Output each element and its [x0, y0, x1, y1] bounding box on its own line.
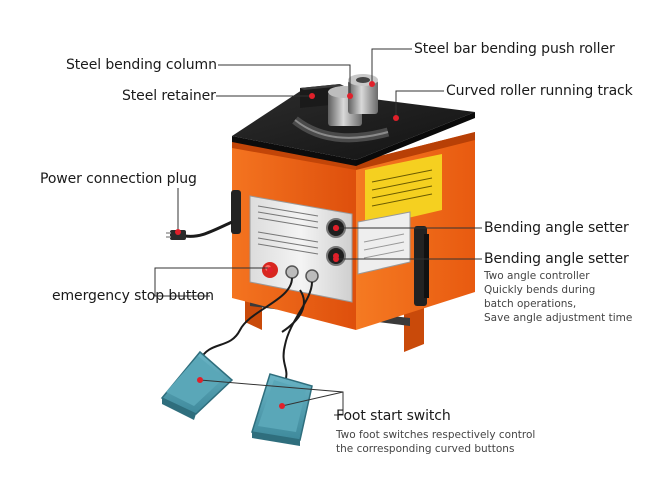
label-steel-bending-column: Steel bending column: [66, 57, 217, 73]
angle-setter-desc-line-1: Two angle controller: [484, 270, 590, 282]
control-panel: [249, 195, 353, 303]
leader-emergency-stop: [154, 267, 270, 297]
leader-foot-switch-2-dot: [279, 403, 285, 409]
label-steel-retainer: Steel retainer: [122, 88, 216, 104]
foot-switch-description: Two foot switches respectively control t…: [336, 428, 535, 456]
angle-setter-description: Two angle controller Quickly bends durin…: [484, 269, 632, 325]
label-push-roller: Steel bar bending push roller: [414, 41, 615, 57]
angle-setter-desc-line-3: batch operations,: [484, 298, 577, 310]
angle-setter-desc-line-4: Save angle adjustment time: [484, 312, 633, 324]
leader-push-roller: [371, 48, 412, 84]
angle-setter-desc-line-2: Quickly bends during: [484, 284, 596, 296]
leader-curved-track-dot: [393, 115, 399, 121]
leader-emergency-stop-dot: [267, 267, 273, 273]
label-curved-roller-track: Curved roller running track: [446, 83, 633, 99]
machine-handles: [231, 190, 429, 306]
machine-top-plate: [232, 74, 475, 166]
foot-pedals: [160, 350, 313, 446]
leader-foot-switch-dot: [197, 377, 203, 383]
leader-foot-switch: [199, 379, 344, 416]
label-emergency-stop-button: emergency stop button: [52, 288, 214, 304]
leader-curved-track: [395, 90, 444, 118]
leader-lines: [154, 48, 482, 416]
label-power-connection-plug: Power connection plug: [40, 171, 197, 187]
leader-angle-setter-1-dot: [333, 225, 339, 231]
label-bending-angle-setter-2: Bending angle setter: [484, 251, 629, 267]
leader-steel-column-dot: [347, 93, 353, 99]
label-bending-angle-setter-1: Bending angle setter: [484, 220, 629, 236]
label-foot-start-switch: Foot start switch: [336, 408, 451, 424]
leader-foot-switch-2: [281, 391, 344, 407]
foot-switch-desc-line-1: Two foot switches respectively control: [336, 429, 536, 441]
leader-power-plug-dot: [175, 229, 181, 235]
leader-steel-retainer-dot: [309, 93, 315, 99]
leader-push-roller-dot: [369, 81, 375, 87]
warning-sticker: [365, 154, 442, 228]
leader-angle-setter-2-dot: [333, 256, 339, 262]
marker-dots: [175, 81, 399, 409]
foot-switch-desc-line-2: the corresponding curved buttons: [336, 443, 515, 455]
leader-steel-column: [218, 64, 351, 96]
foot-switch-cables: [199, 277, 313, 383]
